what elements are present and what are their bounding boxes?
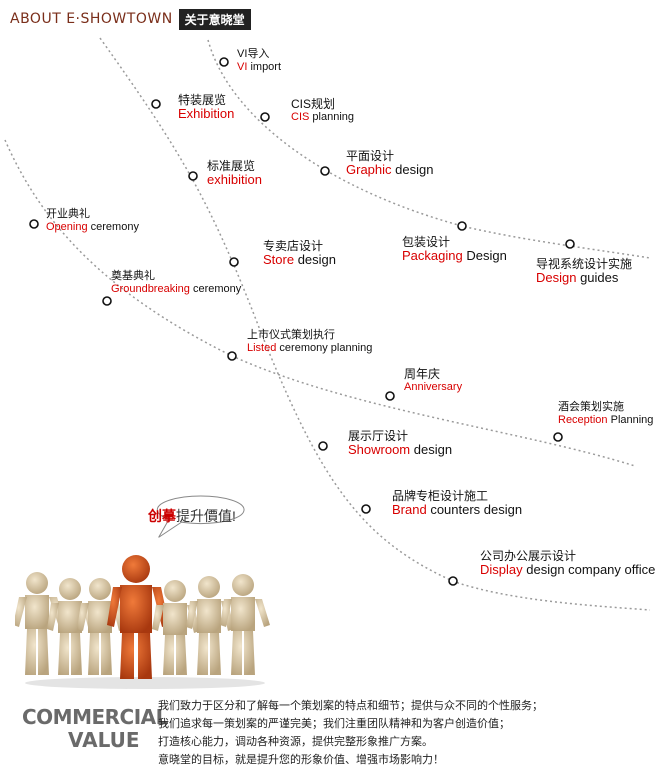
node-groundbreaking: 奠基典礼 Groundbreaking ceremony [111, 270, 242, 295]
footer-line: 打造核心能力，调动各种资源，提供完整形象推广方案。 [158, 736, 433, 748]
speech-bubble [156, 495, 245, 538]
node-dot [385, 391, 395, 401]
node-dot [29, 219, 39, 229]
bubble-slogan: 创摹提升價值! [148, 508, 236, 524]
node-graphic-design: 平面设计 Graphic design [346, 149, 434, 177]
footer-line: 意晓堂的目标，就是提升您的形象价值、增强市场影响力！ [158, 754, 444, 766]
node-dot [457, 221, 467, 231]
node-dot [318, 441, 328, 451]
node-design-guides: 导视系统设计实施 Design guides [536, 257, 633, 285]
node-dot [219, 57, 229, 67]
node-dot [565, 239, 575, 249]
footer-description: 我们致力于区分和了解每一个策划案的特点和细节；提供与众不同的个性服务； 我们追求… [158, 697, 543, 769]
node-packaging-design: 包装设计 Packaging Design [402, 235, 507, 263]
footer-line: 我们追求每一策划案的严谨完美；我们注重团队精神和为客户创造价值； [158, 718, 510, 730]
node-exhibition: 特装展览 Exhibition [178, 93, 235, 121]
node-cis-planning: CIS规划 CIS planning [291, 97, 354, 124]
figure-beige-2 [47, 578, 95, 675]
node-vi-import: VI导入 VI import [237, 48, 282, 73]
node-dot [260, 112, 270, 122]
node-dot [448, 576, 458, 586]
node-dot [102, 296, 112, 306]
footer-line: 我们致力于区分和了解每一个策划案的特点和细节；提供与众不同的个性服务； [158, 700, 543, 712]
node-showroom-design: 展示厅设计 Showroom design [348, 429, 453, 457]
node-dot [227, 351, 237, 361]
node-listed-ceremony: 上市仪式策划执行 Listed ceremony planning [247, 329, 373, 354]
header: ABOUT E·SHOWTOWN 关于意晓堂 [10, 8, 251, 30]
node-dot [361, 504, 371, 514]
node-standard-exhibition: 标准展览 exhibition [207, 159, 262, 187]
node-dot [320, 166, 330, 176]
node-opening-ceremony: 开业典礼 Opening ceremony [46, 208, 139, 233]
about-title: ABOUT E·SHOWTOWN [10, 11, 173, 27]
commercial-value-logo: COMMERCIAL VALUE [22, 705, 168, 752]
node-anniversary: 周年庆 Anniversary [404, 367, 463, 394]
node-dot [188, 171, 198, 181]
figure-beige-6 [220, 574, 270, 675]
curve-2 [99, 37, 651, 611]
curve-3 [4, 139, 636, 467]
node-dot [151, 99, 161, 109]
node-dot [553, 432, 563, 442]
node-brand-counters: 品牌专柜设计施工 Brand counters design [392, 489, 523, 517]
node-display-design: 公司办公展示设计 Display design company office [480, 549, 656, 577]
node-reception-planning: 酒会策划实施 Reception Planning [558, 401, 654, 426]
about-cn-title: 关于意晓堂 [178, 8, 251, 30]
curve-1 [207, 39, 651, 259]
team-figures-illustration [15, 555, 270, 689]
node-dot [229, 257, 239, 267]
figure-beige-1 [15, 572, 65, 675]
node-store-design: 专卖店设计 Store design [263, 239, 336, 267]
